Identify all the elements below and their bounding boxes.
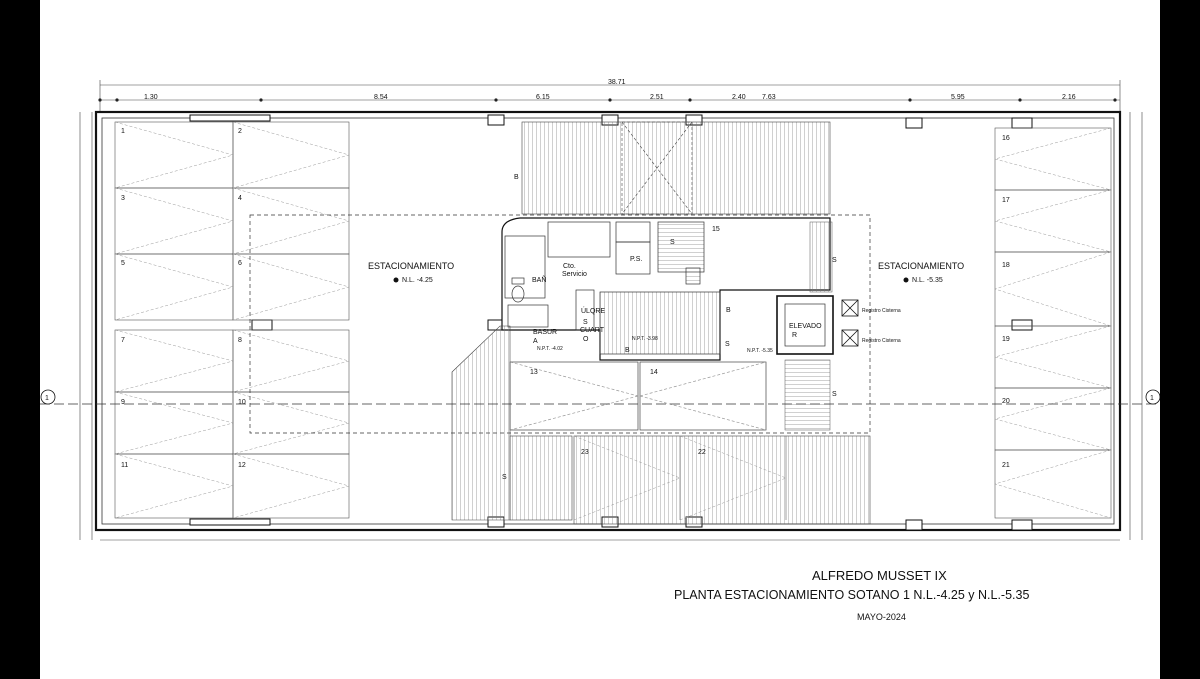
level-marker-icon	[393, 277, 399, 283]
room-trash: BASUR	[533, 329, 557, 336]
svg-text:1: 1	[1150, 395, 1154, 402]
bottom-stall-lines	[573, 435, 787, 521]
dimension-top-2: 8.54	[374, 94, 388, 101]
stall-23: 23	[581, 449, 589, 456]
room-labels: Cto. Servicio P.S. BAÑ BASUR ÚLQRE S CUA…	[532, 256, 901, 354]
stall-20: 20	[1002, 398, 1010, 405]
level-marker-icon	[903, 277, 909, 283]
svg-text:S: S	[670, 239, 675, 246]
stall-9: 9	[121, 399, 125, 406]
svg-text:B: B	[625, 347, 630, 354]
left-parking-stalls	[114, 121, 350, 519]
room-o: O	[583, 336, 589, 343]
stall-13: 13	[530, 369, 538, 376]
mark-a: A	[533, 338, 538, 345]
dimension-top-3: 6.15	[536, 94, 550, 101]
right-ramp-upper	[809, 221, 833, 293]
room-ps: P.S.	[630, 256, 642, 263]
plan-title: ALFREDO MUSSET IX	[812, 568, 947, 583]
svg-text:S: S	[832, 257, 837, 264]
stall-19: 19	[1002, 336, 1010, 343]
plan-date: MAYO-2024	[857, 612, 906, 622]
left-stall-diagonals	[114, 121, 350, 519]
elevator-cabin	[784, 303, 826, 347]
slab-outline	[249, 214, 871, 434]
stall-number-labels: 1 2 3 4 5 6 7 8 9 10 11 12 13 14 15 16 1…	[121, 128, 1010, 469]
stall-8: 8	[238, 337, 242, 344]
stall-22: 22	[698, 449, 706, 456]
zone-left-label: ESTACIONAMIENTO	[368, 261, 454, 271]
stall-16: 16	[1002, 135, 1010, 142]
room-cuart: CUART	[580, 327, 605, 334]
dimension-top-1: 1.30	[144, 94, 158, 101]
dimension-top-4: 2.51	[650, 94, 664, 101]
stall-6: 6	[238, 260, 242, 267]
dimension-total: 38.71	[608, 79, 626, 86]
stall-11: 11	[121, 462, 128, 469]
section-marker-left: 1	[40, 389, 56, 405]
top-ramp	[521, 121, 831, 215]
plan-sheet: 38.71 1.30 8.54 6.15 2.51 2.40 7.63 5.95…	[40, 0, 1160, 679]
npt-b: N.P.T. -3.98	[632, 336, 658, 342]
stall-5: 5	[121, 260, 125, 267]
stall-1: 1	[121, 128, 125, 135]
elevator-shaft	[776, 295, 834, 355]
dimension-top-6: 7.63	[762, 94, 776, 101]
right-ramp-lower	[784, 359, 831, 431]
npt-c: N.P.T. -5.35	[747, 348, 773, 354]
svg-text:B: B	[514, 174, 519, 181]
room-service-2: Servicio	[562, 271, 587, 278]
stall-17: 17	[1002, 197, 1010, 204]
outer-wall	[94, 110, 1122, 532]
cistern-registers	[841, 299, 859, 347]
stall-18: 18	[1002, 262, 1010, 269]
room-service-1: Cto.	[563, 263, 576, 270]
svg-text:B: B	[726, 307, 731, 314]
side-dimension-lines	[79, 112, 1143, 541]
room-s: S	[583, 319, 588, 326]
right-stall-diagonals	[994, 127, 1112, 519]
top-ramp-cross	[621, 121, 693, 215]
direction-marks: B B B S S S S S	[502, 174, 837, 481]
core-walls	[501, 217, 831, 361]
stall-7: 7	[121, 337, 125, 344]
dimension-top-7: 5.95	[951, 94, 965, 101]
room-cleaning: ÚLQRE	[581, 306, 605, 315]
stall-3: 3	[121, 195, 125, 202]
center-stalls	[509, 361, 767, 431]
stall-21: 21	[1002, 462, 1010, 469]
bottom-ramp	[573, 435, 871, 525]
room-elevator-r: R	[792, 332, 797, 339]
zone-right-level: N.L. -5.35	[912, 277, 943, 284]
cistern-register-2: Registro Cisterna	[862, 338, 901, 344]
stall-2: 2	[238, 128, 242, 135]
stall-4: 4	[238, 195, 242, 202]
cistern-register-1: Registro Cisterna	[862, 308, 901, 314]
top-dimension-ticks	[98, 98, 1117, 102]
stall-14: 14	[650, 369, 658, 376]
svg-text:S: S	[725, 341, 730, 348]
npt-a: N.P.T. -4.02	[537, 346, 563, 352]
stall-12: 12	[238, 462, 246, 469]
core-interior	[504, 221, 721, 355]
room-elevator: ELEVADO	[789, 323, 822, 330]
floor-plan-drawing: 38.71 1.30 8.54 6.15 2.51 2.40 7.63 5.95…	[40, 79, 1160, 622]
svg-text:S: S	[832, 391, 837, 398]
stall-10: 10	[238, 399, 246, 406]
dimension-top-8: 2.16	[1062, 94, 1076, 101]
stall-15: 15	[712, 226, 720, 233]
room-bath: BAÑ	[532, 275, 546, 284]
section-marker-right: 1	[1145, 389, 1160, 405]
dimension-top-5: 2.40	[732, 94, 746, 101]
svg-text:S: S	[502, 474, 507, 481]
zone-left-level: N.L. -4.25	[402, 277, 433, 284]
zone-right-label: ESTACIONAMIENTO	[878, 261, 964, 271]
plan-subtitle: PLANTA ESTACIONAMIENTO SOTANO 1 N.L.-4.2…	[674, 588, 1029, 602]
toilet-fixture	[511, 277, 525, 303]
left-lower-ramp	[509, 435, 573, 521]
left-ramp	[451, 325, 511, 521]
svg-text:1: 1	[45, 395, 49, 402]
